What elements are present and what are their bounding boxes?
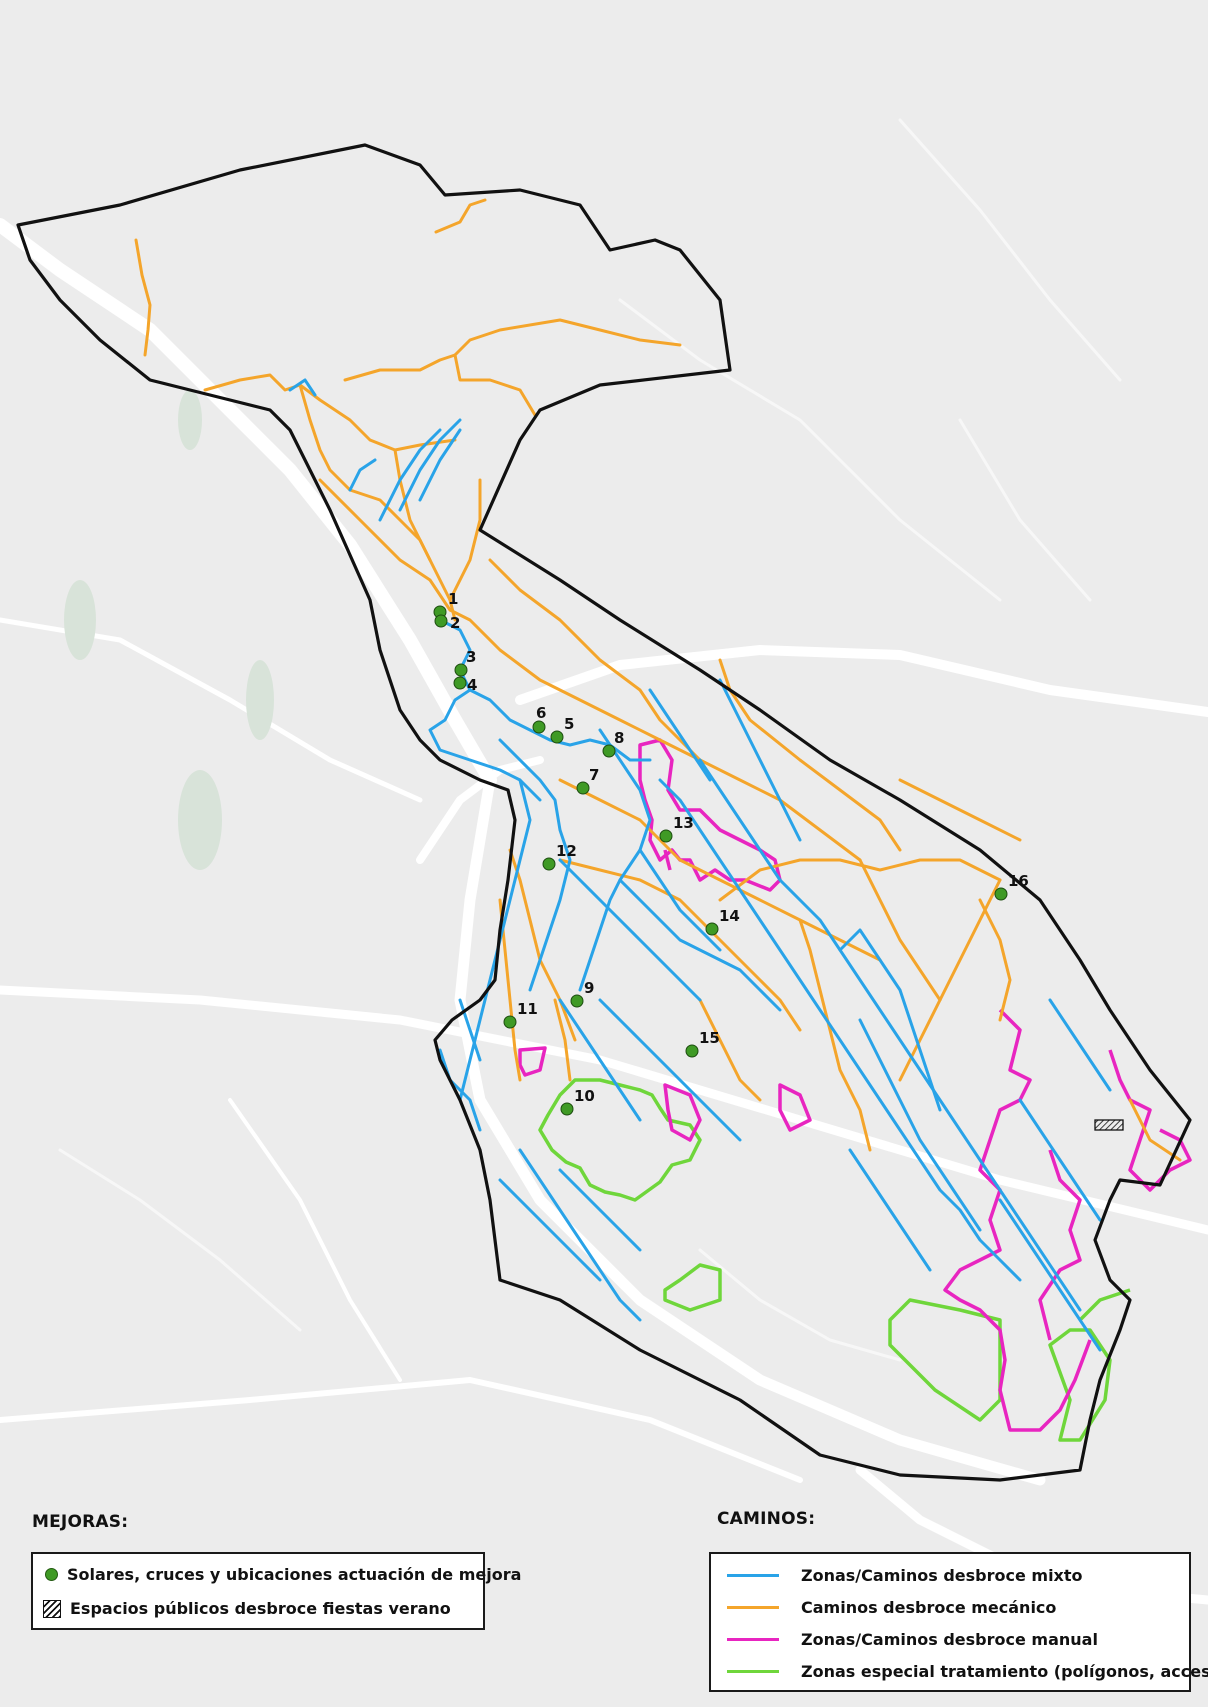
- improvement-point-14[interactable]: [705, 922, 719, 936]
- line-swatch-mecanico: [727, 1606, 779, 1609]
- zonas-desbroce-mixto: [288, 378, 1112, 1352]
- line-swatch-manual: [727, 1638, 779, 1641]
- improvement-point-3[interactable]: [454, 663, 468, 677]
- improvement-point-label-10: 10: [574, 1087, 595, 1105]
- improvement-point-4[interactable]: [453, 676, 467, 690]
- improvement-point-label-1: 1: [448, 590, 458, 608]
- improvement-point-label-11: 11: [517, 1000, 538, 1018]
- base-roads: [0, 118, 1208, 1605]
- legend-item-label: Zonas/Caminos desbroce mixto: [801, 1566, 1083, 1585]
- improvement-point-label-8: 8: [614, 729, 624, 747]
- line-swatch-mixto: [727, 1574, 779, 1577]
- improvement-point-label-3: 3: [466, 648, 476, 666]
- municipal-boundary: [16, 143, 1192, 1482]
- legend-item-label: Solares, cruces y ubicaciones actuación …: [67, 1565, 522, 1584]
- improvement-point-label-16: 16: [1008, 872, 1029, 890]
- legend-item-mecanico: Caminos desbroce mecánico: [727, 1598, 1056, 1617]
- legend-item-solares: Solares, cruces y ubicaciones actuación …: [45, 1565, 521, 1584]
- improvement-point-label-5: 5: [564, 715, 574, 733]
- improvement-point-label-2: 2: [450, 614, 460, 632]
- improvement-point-5[interactable]: [550, 730, 564, 744]
- legend-item-label: Zonas especial tratamiento (polígonos, a…: [801, 1662, 1208, 1681]
- improvement-point-7[interactable]: [576, 781, 590, 795]
- improvement-point-11[interactable]: [503, 1015, 517, 1029]
- legend-caminos-box: Zonas/Caminos desbroce mixto Caminos des…: [709, 1552, 1208, 1692]
- improvement-point-label-7: 7: [589, 766, 599, 784]
- legend-item-espacios: Espacios públicos desbroce fiestas veran…: [43, 1599, 451, 1618]
- improvement-point-label-4: 4: [467, 676, 477, 694]
- improvement-point-label-6: 6: [536, 704, 546, 722]
- legend-item-especial: Zonas especial tratamiento (polígonos, a…: [727, 1662, 1208, 1681]
- improvement-point-2[interactable]: [434, 614, 448, 628]
- improvement-point-8[interactable]: [602, 744, 616, 758]
- green-areas: [64, 390, 274, 870]
- improvement-point-label-15: 15: [699, 1029, 720, 1047]
- legend-item-label: Zonas/Caminos desbroce manual: [801, 1630, 1098, 1649]
- improvement-point-label-13: 13: [673, 814, 694, 832]
- line-swatch-especial: [727, 1670, 779, 1673]
- legend-item-label: Espacios públicos desbroce fiestas veran…: [70, 1599, 451, 1618]
- improvement-point-13[interactable]: [659, 829, 673, 843]
- improvement-point-15[interactable]: [685, 1044, 699, 1058]
- zonas-especial-tratamiento: [538, 1078, 1131, 1442]
- legend-item-mixto: Zonas/Caminos desbroce mixto: [727, 1566, 1083, 1585]
- legend-caminos-title: CAMINOS:: [717, 1509, 816, 1529]
- improvement-point-label-14: 14: [719, 907, 740, 925]
- legend-item-manual: Zonas/Caminos desbroce manual: [727, 1630, 1098, 1649]
- improvement-point-label-12: 12: [556, 842, 577, 860]
- improvement-point-10[interactable]: [560, 1102, 574, 1116]
- legend-mejoras-box: Solares, cruces y ubicaciones actuación …: [31, 1552, 521, 1630]
- improvement-point-16[interactable]: [994, 887, 1008, 901]
- improvement-point-9[interactable]: [570, 994, 584, 1008]
- hatched-square-icon: [43, 1599, 61, 1618]
- hatched-public-space: [1094, 1119, 1124, 1131]
- improvement-point-6[interactable]: [532, 720, 546, 734]
- legend-item-label: Caminos desbroce mecánico: [801, 1598, 1057, 1617]
- improvement-point-12[interactable]: [542, 857, 556, 871]
- improvement-point-label-9: 9: [584, 979, 594, 997]
- green-dot-icon: [45, 1568, 58, 1581]
- legend-mejoras-title: MEJORAS:: [32, 1512, 129, 1532]
